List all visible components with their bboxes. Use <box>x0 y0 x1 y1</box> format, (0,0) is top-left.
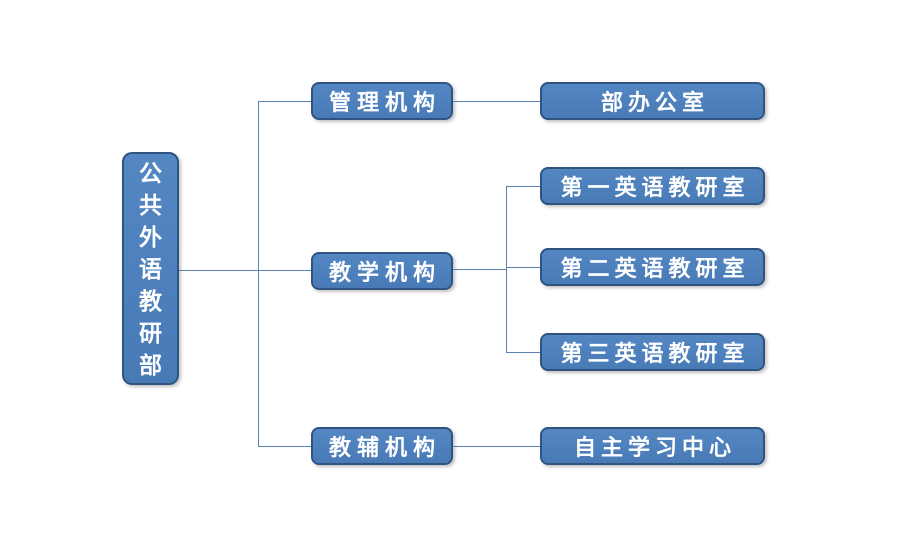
connector-trunk-to-branch-0 <box>258 101 311 102</box>
connector-sub-trunk <box>506 186 507 352</box>
node-leaf-english-office-3[interactable]: 第三英语教研室 <box>540 333 765 371</box>
node-branch-teaching-label: 教学机构 <box>328 260 441 285</box>
connector-trunk-to-branch-1 <box>258 270 311 271</box>
node-branch-support[interactable]: 教辅机构 <box>311 427 453 465</box>
node-leaf-english-office-2[interactable]: 第二英语教研室 <box>540 248 765 286</box>
node-leaf-self-study-center-label: 自主学习中心 <box>573 435 736 460</box>
node-leaf-english-office-2-label: 第二英语教研室 <box>560 256 750 281</box>
node-leaf-dept-office-label: 部办公室 <box>600 90 709 115</box>
node-leaf-english-office-3-label: 第三英语教研室 <box>560 341 750 366</box>
node-leaf-english-office-1[interactable]: 第一英语教研室 <box>540 167 765 205</box>
connector-subtrunk-to-leaf-1 <box>506 267 540 268</box>
connector-branch-1-to-subtrunk <box>453 269 506 270</box>
connector-branch-0-to-leaf <box>453 101 540 102</box>
connector-trunk-to-branch-2 <box>258 446 311 447</box>
connector-subtrunk-to-leaf-0 <box>506 186 540 187</box>
node-root-department[interactable]: 公共外语教研部 <box>122 152 179 385</box>
node-branch-teaching[interactable]: 教学机构 <box>311 252 453 290</box>
connector-subtrunk-to-leaf-2 <box>506 352 540 353</box>
connector-main-trunk <box>258 101 259 446</box>
node-branch-support-label: 教辅机构 <box>328 435 441 460</box>
connector-branch-2-to-leaf <box>453 446 540 447</box>
node-branch-management-label: 管理机构 <box>328 90 441 115</box>
node-branch-management[interactable]: 管理机构 <box>311 82 453 120</box>
node-leaf-self-study-center[interactable]: 自主学习中心 <box>540 427 765 465</box>
node-leaf-english-office-1-label: 第一英语教研室 <box>560 175 750 200</box>
node-leaf-dept-office[interactable]: 部办公室 <box>540 82 765 120</box>
node-root-label: 公共外语教研部 <box>139 159 162 378</box>
connector-root-to-trunk <box>179 270 258 271</box>
